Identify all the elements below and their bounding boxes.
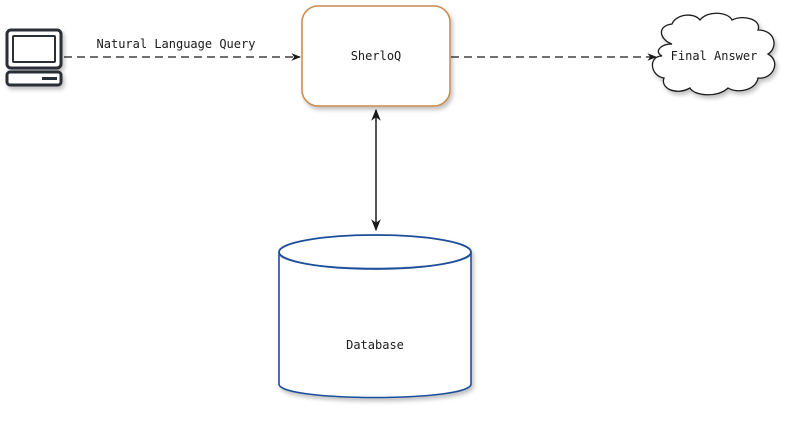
edge-query-label: Natural Language Query xyxy=(97,37,256,51)
sherloq-label: SherloQ xyxy=(351,49,402,63)
node-database[interactable]: Database xyxy=(278,234,472,399)
node-final-answer[interactable]: Final Answer xyxy=(651,12,776,96)
edge-query: Natural Language Query xyxy=(64,37,301,61)
database-rim xyxy=(279,255,471,269)
final-answer-label: Final Answer xyxy=(671,49,758,63)
sherloq-box[interactable] xyxy=(301,5,451,107)
database-label: Database xyxy=(346,338,404,352)
computer-icon xyxy=(5,28,63,87)
node-sherloq[interactable]: SherloQ xyxy=(301,5,451,107)
cloud-shape[interactable] xyxy=(651,12,776,96)
database-body[interactable] xyxy=(278,252,472,399)
database-top[interactable] xyxy=(278,234,472,270)
